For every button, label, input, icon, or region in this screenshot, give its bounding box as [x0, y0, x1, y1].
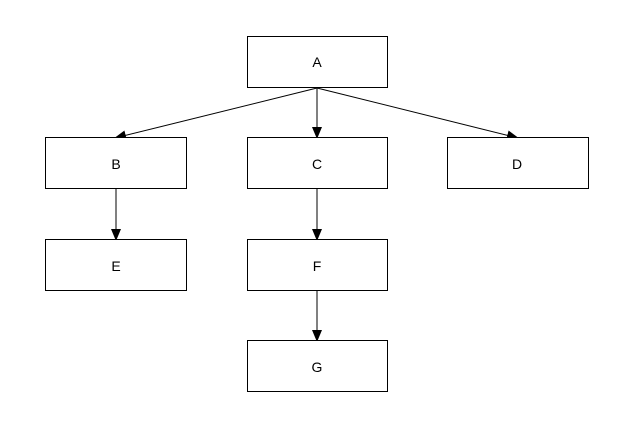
node-g: G	[247, 340, 388, 392]
node-e-label: E	[111, 258, 120, 274]
node-g-label: G	[312, 359, 323, 375]
node-a: A	[247, 36, 388, 88]
node-c-label: C	[312, 156, 322, 172]
node-f: F	[247, 239, 388, 291]
node-c: C	[247, 137, 388, 189]
node-b-box	[45, 137, 187, 189]
node-e-box	[45, 239, 187, 291]
node-b-label: B	[111, 156, 120, 172]
node-g-box	[247, 340, 388, 392]
edges	[111, 87, 519, 342]
node-f-label: F	[313, 258, 322, 274]
edge-a-d	[316, 87, 519, 141]
node-c-box	[247, 137, 388, 189]
node-d-box	[447, 137, 589, 189]
node-e: E	[45, 239, 187, 291]
node-d-label: D	[512, 156, 522, 172]
edge-a-b	[114, 87, 318, 141]
node-a-box	[247, 36, 388, 88]
node-d: D	[447, 137, 589, 189]
node-b: B	[45, 137, 187, 189]
node-f-box	[247, 239, 388, 291]
node-a-label: A	[312, 54, 322, 70]
